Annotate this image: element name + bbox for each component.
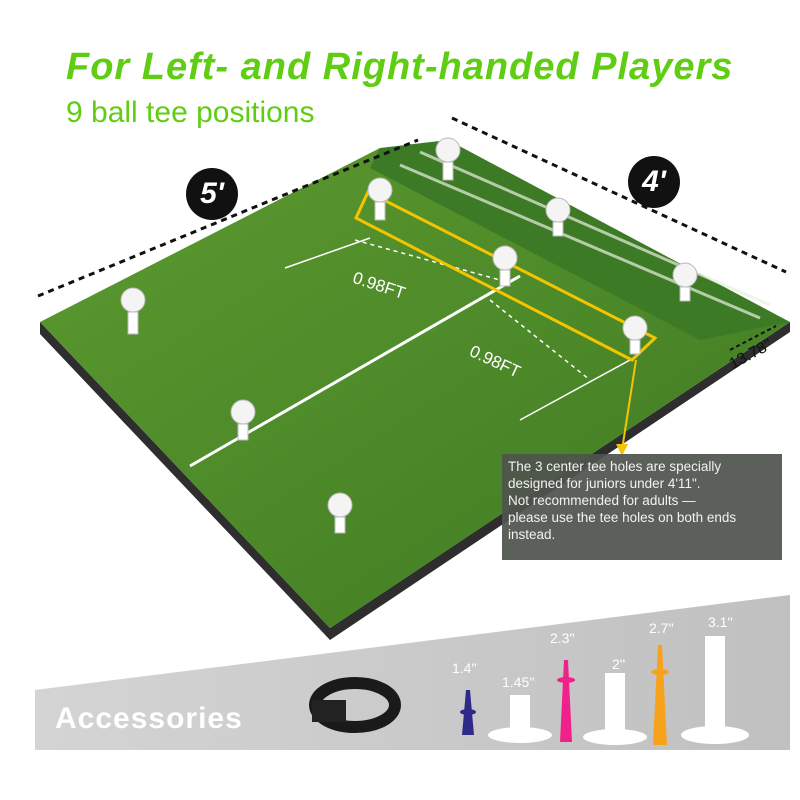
tee-2.7 (651, 645, 669, 745)
junior-tee-highlight (354, 189, 658, 362)
ball-tee (622, 315, 648, 355)
tee-size-label: 3.1'' (708, 614, 733, 630)
carry-strap-image (309, 677, 401, 733)
mat-edge (40, 322, 790, 640)
tee-2.3 (557, 660, 575, 742)
ball-tee (545, 197, 571, 237)
tee-3.1 (681, 636, 749, 744)
ball-tee (327, 492, 353, 534)
junior-tee-note: The 3 center tee holes are specially des… (502, 454, 782, 560)
note-line: Not recommended for adults — (508, 493, 696, 508)
tee-size-label: 2.7'' (649, 620, 674, 636)
tee-1.4 (460, 690, 476, 735)
note-line: please use the tee holes on both ends (508, 510, 737, 525)
golf-balls (120, 137, 698, 534)
ball-tee (230, 399, 256, 441)
tee-size-label: 2'' (612, 656, 626, 672)
note-line: instead. (508, 527, 556, 542)
width-badge: 4' (628, 156, 680, 208)
ball-tee (672, 262, 698, 302)
ball-tee (435, 137, 461, 181)
subheadline: 9 ball tee positions (66, 96, 315, 129)
tee-size-label: 2.3'' (550, 630, 575, 646)
tees-image (460, 636, 749, 745)
headline: For Left- and Right-handed Players (66, 46, 734, 88)
ball-tee (492, 245, 518, 287)
accessories-band (35, 595, 790, 750)
note-line: The 3 center tee holes are specially (508, 459, 722, 474)
accessories-label: Accessories (55, 702, 243, 735)
tee-size-label: 1.4'' (452, 660, 477, 676)
note-line: designed for juniors under 4'11". (508, 476, 701, 491)
ball-tee (120, 287, 146, 335)
tee-size-label: 1.45'' (502, 674, 535, 690)
tee-2 (583, 673, 647, 745)
tee-1.45 (488, 695, 552, 743)
ball-tee (367, 177, 393, 221)
length-badge: 5' (186, 168, 238, 220)
